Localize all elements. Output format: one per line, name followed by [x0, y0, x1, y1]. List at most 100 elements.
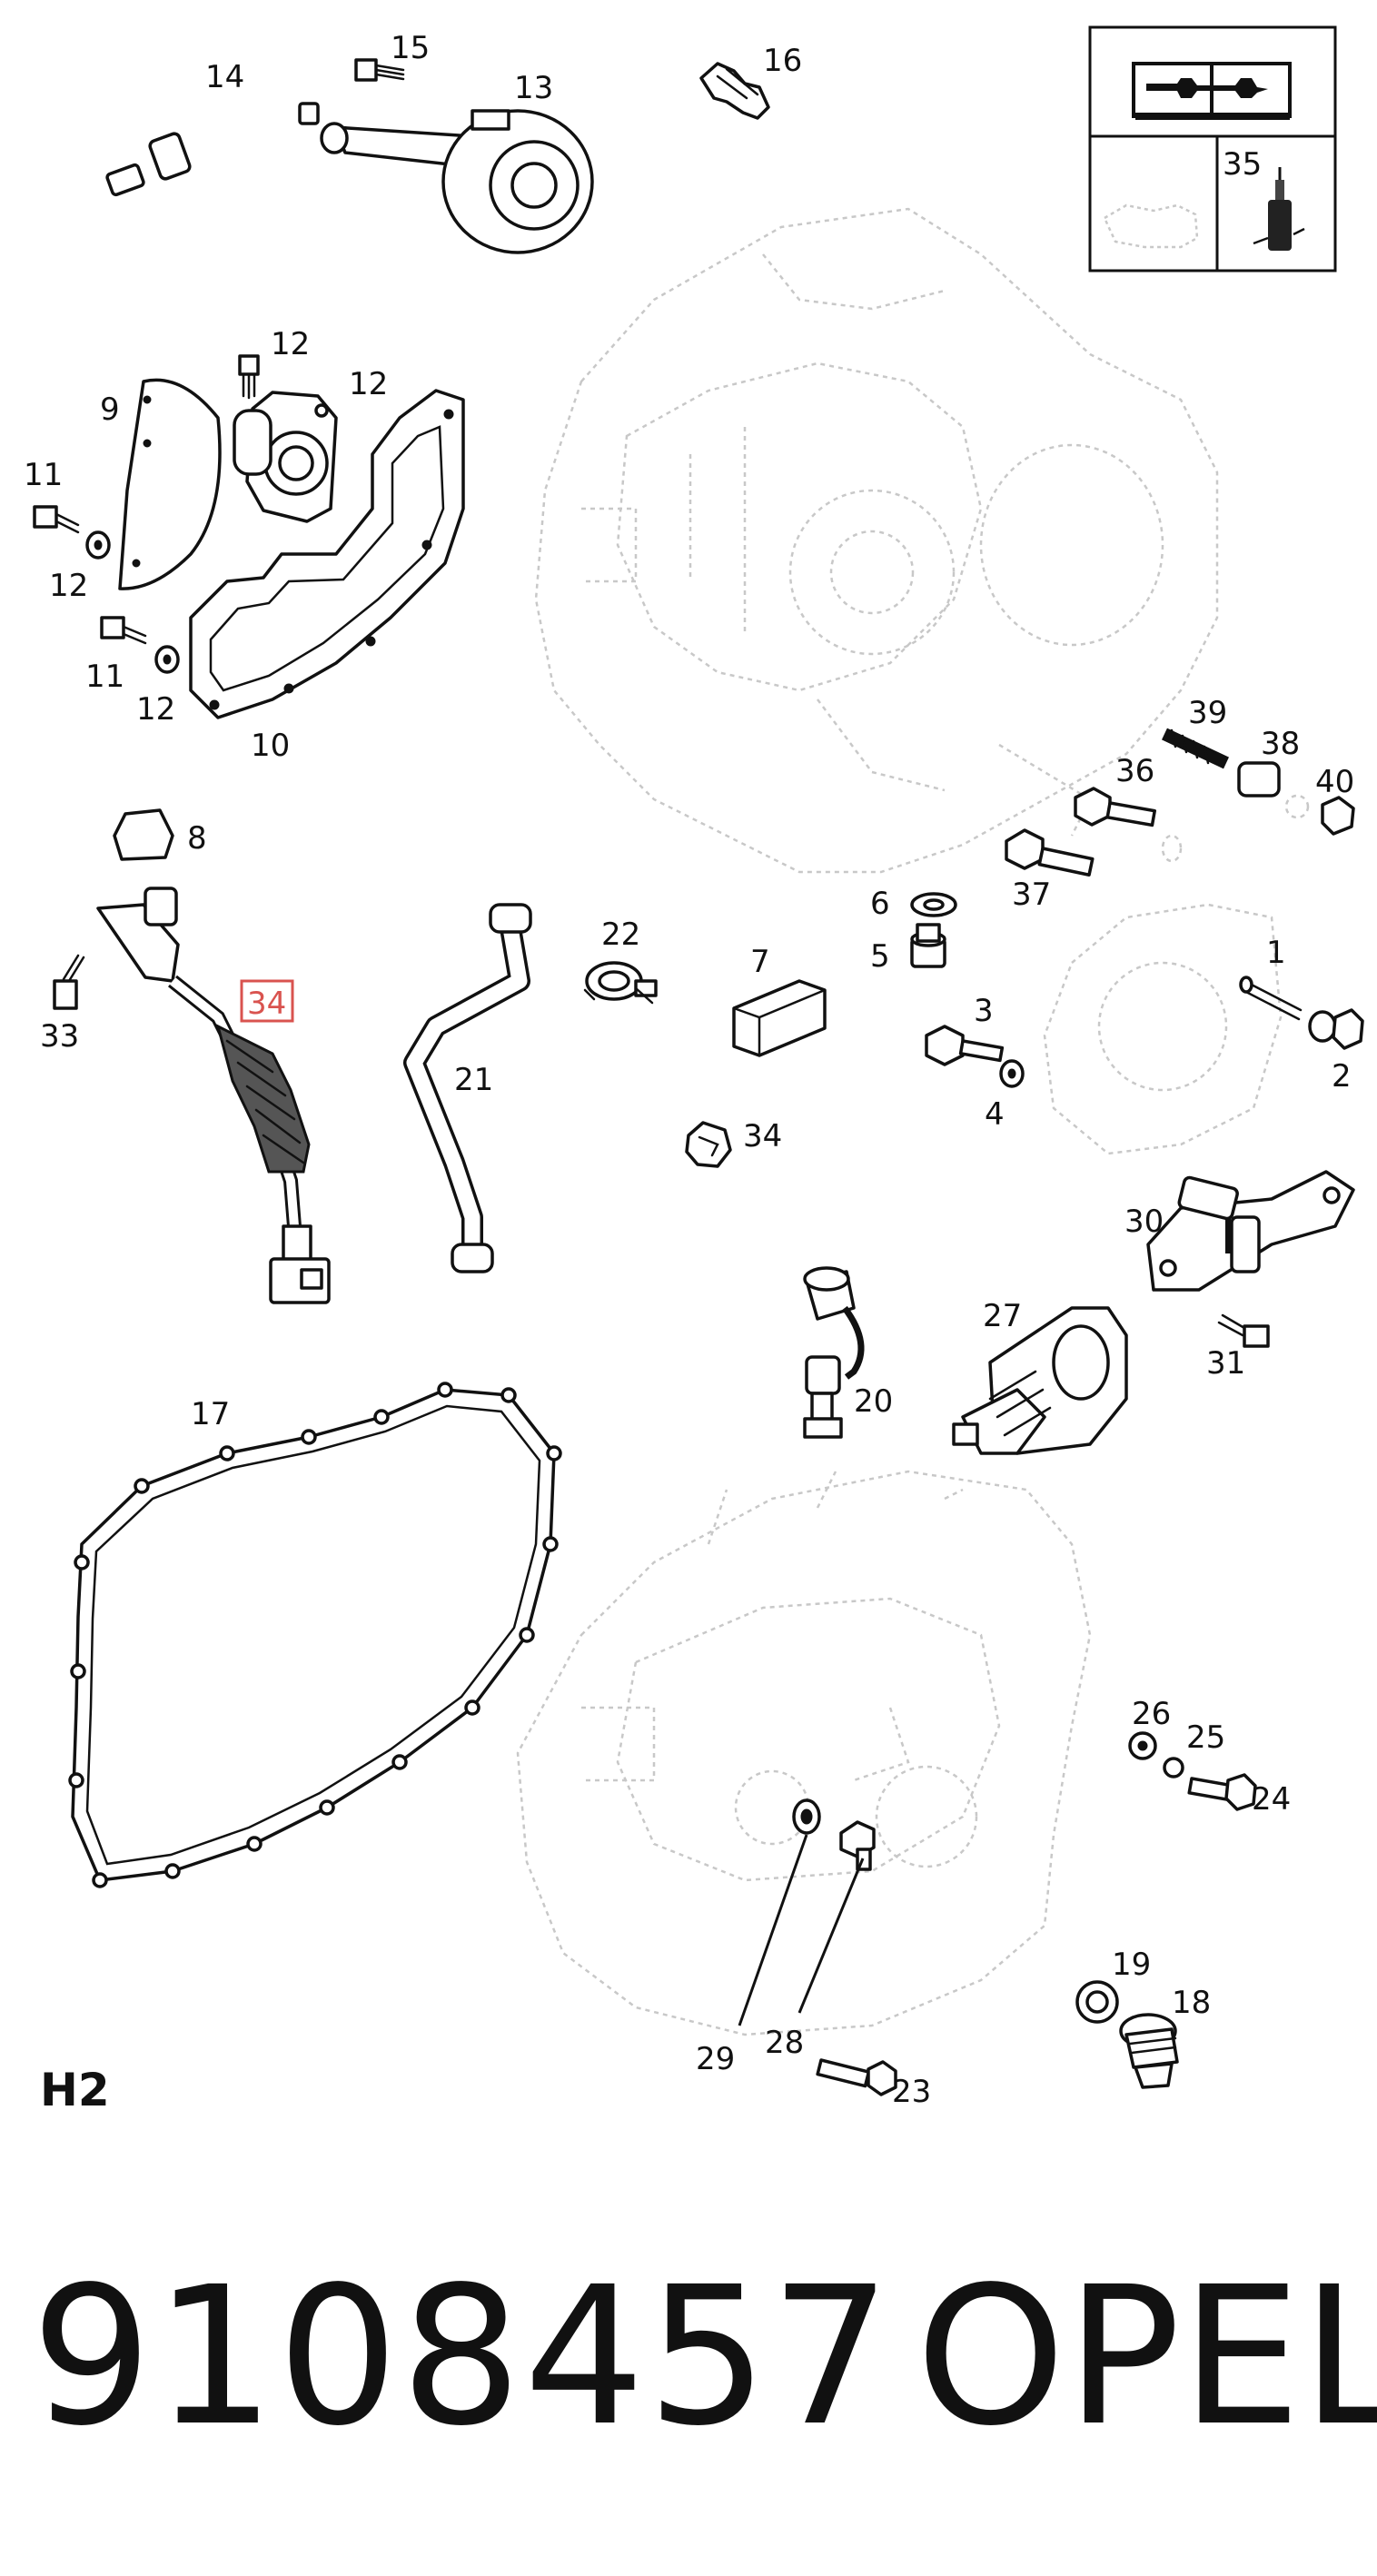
part-27-seal [1163, 1757, 1184, 1778]
ghost-washer-39 [1161, 834, 1183, 863]
callout-13: 12 [349, 366, 388, 402]
diagram-section-code: H2 [40, 2064, 110, 2116]
part-29-speedometer-drive [952, 1306, 1128, 1455]
callout-42: 40 [1315, 764, 1354, 800]
wrench-book-icon [1132, 62, 1292, 120]
part-25-bolt [816, 2058, 897, 2096]
callout-10: 10 [251, 728, 290, 764]
callout-2: 2 [1332, 1058, 1352, 1095]
part-32-speed-sensor-bracket [1146, 1170, 1355, 1292]
gearbox-small-ghost-icon [1103, 203, 1199, 249]
callout-26: 24 [1252, 1781, 1291, 1818]
callout-6: 6 [870, 886, 890, 922]
callout-21: 19 [1112, 1947, 1151, 1983]
part-18-clip [699, 62, 770, 120]
callout-34: 34 [247, 986, 286, 1022]
callout-5: 5 [870, 938, 890, 975]
callout-18: 16 [763, 43, 802, 79]
callout-1: 1 [1266, 935, 1286, 971]
callout-39: 37 [1012, 877, 1051, 913]
callout-4: 4 [985, 1096, 1005, 1133]
part-11-bolt-upper [33, 505, 80, 534]
part-3-bolt [925, 1025, 1005, 1066]
upper-gearbox-housing-outline [534, 207, 1219, 874]
part-10-gasket [189, 389, 465, 719]
part-38-bolt [1074, 787, 1156, 827]
callout-41: 39 [1188, 695, 1227, 731]
part-40-sleeve [1237, 761, 1281, 798]
part-41-stud [1162, 728, 1229, 769]
part-11-bolt-lower [100, 616, 147, 645]
part-21-sealing-washer [1075, 1980, 1119, 2024]
part-2-nut [1308, 1008, 1364, 1050]
callout-27: 25 [1186, 1719, 1225, 1756]
part-7-magnet-block [732, 979, 827, 1057]
part-14-bolt [238, 354, 260, 400]
part-20-drain-plug [1119, 2013, 1179, 2089]
part-23-return-pipe [403, 903, 532, 1273]
part-31-washer [792, 1798, 821, 1835]
callout-25: 23 [892, 2074, 931, 2110]
callout-34-highlight: 34 [240, 979, 294, 1023]
callout-29: 27 [983, 1298, 1022, 1334]
callout-28: 26 [1132, 1696, 1171, 1732]
part-24-hose-clamp [583, 961, 658, 1005]
part-36-retaining-clip [685, 1121, 732, 1168]
callout-30: 28 [765, 2025, 804, 2061]
lower-gearbox-housing-outline [516, 1470, 1092, 2036]
part-9-cover-plate [118, 378, 222, 590]
part-5-plug [910, 923, 946, 968]
part-19-housing-gasket [68, 1382, 562, 1888]
callout-8: 8 [187, 820, 207, 857]
callout-12-upper: 12 [49, 568, 88, 604]
callout-16: 14 [205, 59, 244, 95]
callout-38: 36 [1115, 753, 1154, 789]
callout-15: 13 [514, 70, 553, 106]
part-number: 9108457 [31, 2245, 894, 2468]
leader-31 [738, 1834, 808, 2026]
callout-32: 30 [1124, 1204, 1164, 1240]
part-33-bolt [1217, 1313, 1270, 1348]
part-12-washer-upper [85, 530, 111, 560]
part-39-bolt [1005, 828, 1095, 877]
part-13-guide-flange [233, 391, 338, 523]
part-4-washer [999, 1059, 1025, 1088]
callout-40: 38 [1261, 726, 1300, 762]
part-22-sensor-plug [803, 1266, 865, 1439]
callout-9: 9 [100, 391, 120, 428]
callout-11-lower: 11 [85, 659, 124, 695]
callout-labels: 14 15 13 16 35 12 12 9 11 12 11 12 10 39… [24, 30, 1354, 2110]
part-26-bolt [1187, 1773, 1257, 1811]
callout-22: 20 [854, 1383, 893, 1420]
leader-30 [797, 1858, 865, 2014]
part-12-washer-lower [154, 645, 180, 674]
part-15-slave-cylinder [320, 109, 594, 254]
callout-11-upper: 11 [24, 457, 63, 493]
callout-37: 35 [1223, 146, 1262, 183]
part-1-stud [1239, 976, 1303, 1021]
callout-36: 34 [743, 1118, 782, 1154]
sealant-tube-icon [1253, 167, 1305, 251]
callout-7: 7 [750, 944, 770, 980]
part-34-sensor-harness [96, 887, 331, 1304]
callout-12-lower: 12 [136, 691, 175, 728]
part-42-nut-washer [1284, 794, 1355, 836]
callout-3: 3 [974, 993, 994, 1029]
part-17-bolt [354, 58, 405, 82]
rear-cover-ghost-outline [1043, 903, 1283, 1155]
callout-24: 22 [601, 916, 640, 953]
callout-17: 15 [391, 30, 430, 66]
brand-name: OPEL [916, 2245, 1377, 2468]
part-35-bolt [53, 954, 85, 1010]
callout-20: 18 [1172, 1985, 1211, 2021]
callout-33: 31 [1206, 1345, 1245, 1382]
part-30-bolt [839, 1820, 876, 1871]
callout-23: 21 [454, 1062, 493, 1098]
legend-box [1088, 25, 1337, 272]
callout-19: 17 [191, 1396, 230, 1432]
callout-14: 12 [271, 326, 310, 362]
callout-35: 33 [40, 1018, 79, 1055]
part-6-seal-ring [910, 892, 957, 917]
part-8-cap [113, 808, 174, 861]
